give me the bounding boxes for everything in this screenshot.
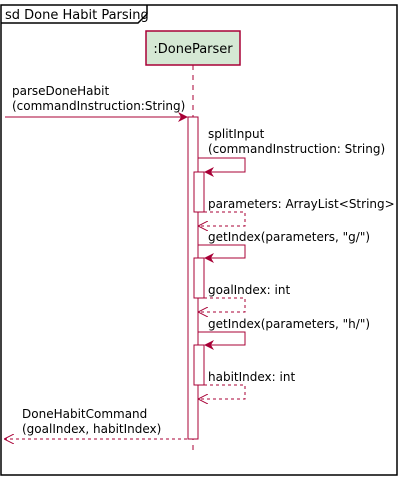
frame-border <box>0 4 398 476</box>
self-call-arrow-split-input <box>198 157 246 177</box>
frame-title: sd Done Habit Parsing <box>5 8 149 23</box>
return-label-done-habit-command-args: (goalIndex, habitIndex) <box>22 422 161 436</box>
return-label-done-habit-command: DoneHabitCommand <box>22 407 147 421</box>
activation-bar-split-input <box>193 171 205 213</box>
self-call-arrow-get-habit-index <box>198 331 246 350</box>
activation-bar-get-habit-index <box>193 344 205 386</box>
self-return-label-habit-index: habitIndex: int <box>208 370 295 384</box>
self-call-label-get-goal-index: getIndex(parameters, "g/") <box>208 230 370 244</box>
self-return-arrow-habit-index <box>199 384 246 399</box>
participant-label: :DoneParser <box>153 42 233 57</box>
self-return-arrow-goal-index <box>199 297 246 312</box>
frame-title-tab <box>1 5 148 24</box>
activation-bar-get-goal-index <box>193 257 205 299</box>
participant-box <box>145 30 241 66</box>
message-label-parse-done-habit-args: (commandInstruction:String) <box>12 99 185 113</box>
self-return-label-parameters: parameters: ArrayList<String> <box>208 197 395 211</box>
self-call-arrow-get-goal-index <box>198 244 246 263</box>
self-call-label-split-input: splitInput <box>208 127 265 141</box>
message-label-parse-done-habit: parseDoneHabit <box>12 84 109 98</box>
self-call-label-split-input-args: (commandInstruction: String) <box>208 142 385 156</box>
self-return-arrow-parameters <box>199 211 246 226</box>
self-return-label-goal-index: goalIndex: int <box>208 283 290 297</box>
self-call-label-get-habit-index: getIndex(parameters, "h/") <box>208 317 370 331</box>
